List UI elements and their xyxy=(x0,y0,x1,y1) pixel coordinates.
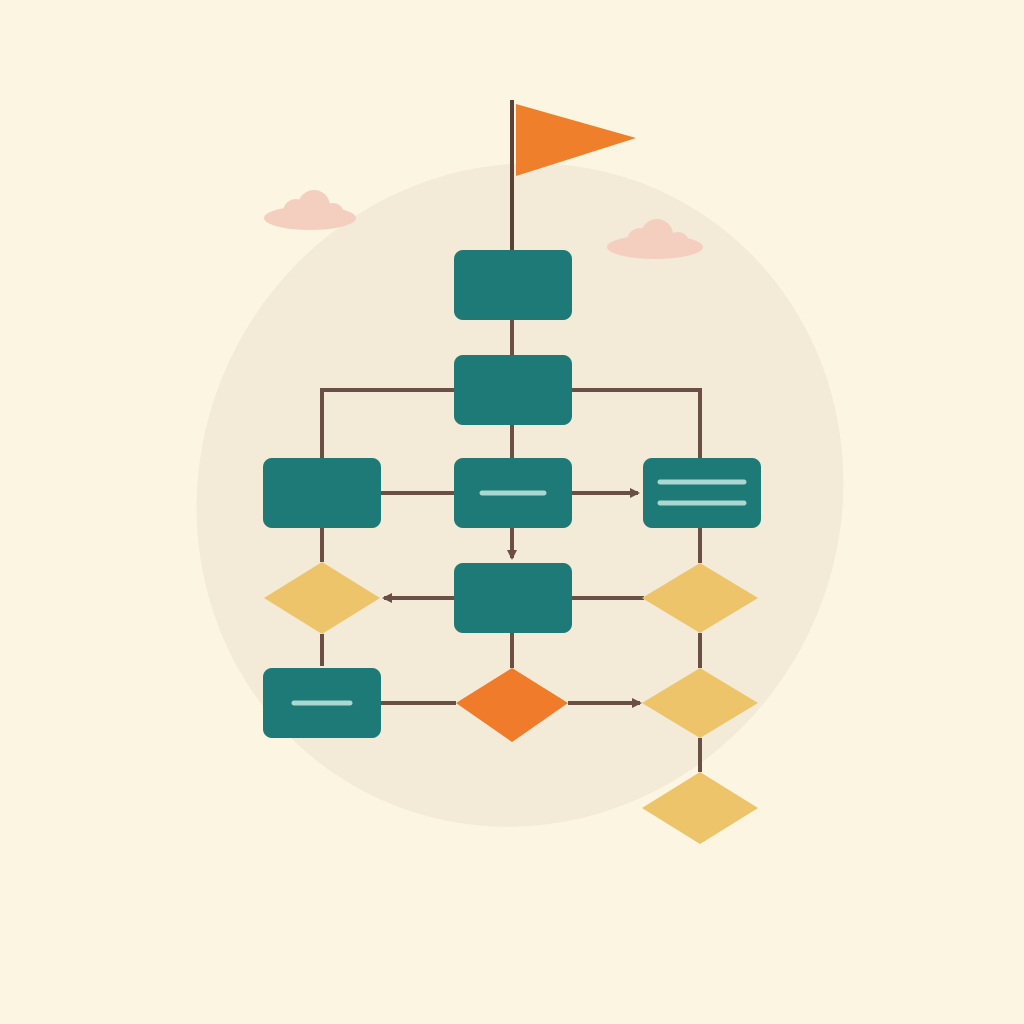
connectors xyxy=(320,320,702,772)
process-box-left xyxy=(263,458,381,528)
cloud-icon xyxy=(607,219,703,259)
box-text-lines xyxy=(291,479,747,706)
decision-nodes xyxy=(264,562,758,844)
decision-diamond-right-3 xyxy=(642,772,758,844)
process-box-middle-lower xyxy=(454,563,572,633)
connector-hub-left xyxy=(320,388,454,458)
flag-banner xyxy=(516,104,636,176)
process-box-hub xyxy=(454,355,572,425)
decision-diamond-right-1 xyxy=(642,563,758,633)
decision-diamond-left xyxy=(264,562,380,634)
decision-diamond-right-2 xyxy=(642,668,758,738)
goal-flag-icon xyxy=(510,100,636,250)
connector-hub-right xyxy=(570,388,702,458)
process-box-top xyxy=(454,250,572,320)
process-nodes xyxy=(263,250,761,738)
process-box-right xyxy=(643,458,761,528)
cloud-icon xyxy=(264,190,356,230)
decision-diamond-highlight xyxy=(456,668,568,742)
